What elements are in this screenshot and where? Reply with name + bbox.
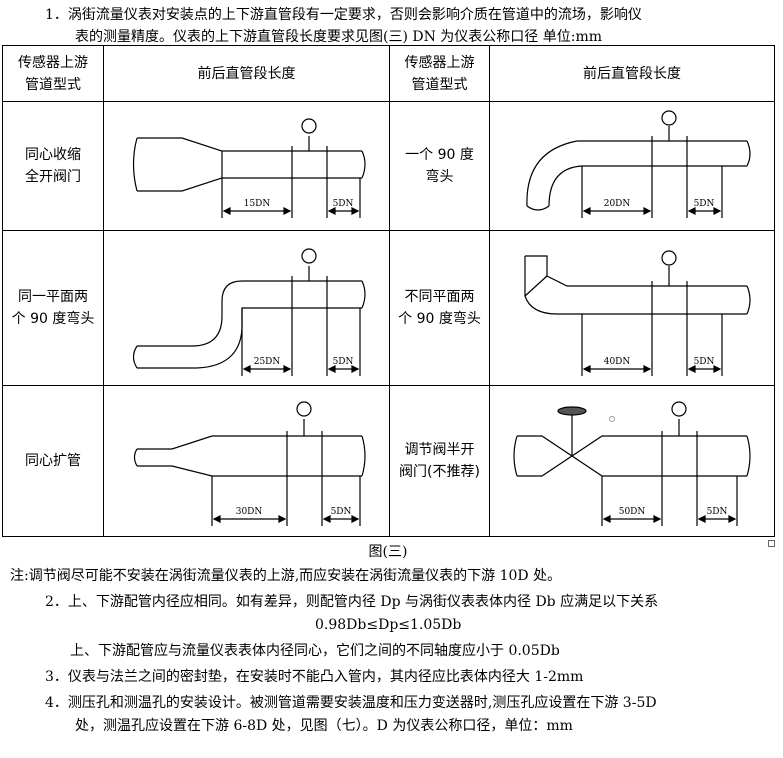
pipe-type-cell: 同心收缩 全开阀门 xyxy=(2,101,104,231)
note: 注:调节阀尽可能不安装在涡街流量仪表的上游,而应安装在涡街流量仪表的下游 10D… xyxy=(10,568,562,584)
downstream-label: 5DN xyxy=(694,199,715,209)
diagram-cell: 30DN 5DN xyxy=(103,385,390,537)
pipe-type-line1: 一个 90 度 xyxy=(405,147,474,163)
item-4-line-1: 4．测压孔和测温孔的安装设计。被测管道需要安装温度和压力变送器时,测压孔应设置在… xyxy=(45,695,657,711)
table-row: 同心扩管 30DN 5DN xyxy=(2,385,775,537)
downstream-label: 5DN xyxy=(332,199,353,209)
half-open-valve-diagram: 50DN 5DN xyxy=(513,401,751,526)
straight-pipe-table: 传感器上游 管道型式 前后直管段长度 传感器上游 管道型式 前后直管段长度 同心… xyxy=(2,45,775,537)
diagram-cell: 15DN 5DN xyxy=(103,101,390,231)
table-header-row: 传感器上游 管道型式 前后直管段长度 传感器上游 管道型式 前后直管段长度 xyxy=(2,45,775,102)
resize-handle[interactable] xyxy=(768,540,775,547)
figure-caption: 图(三) xyxy=(368,544,408,560)
header-length: 前后直管段长度 xyxy=(103,45,390,102)
header-sensor-type-line2: 管道型式 xyxy=(411,76,468,93)
pipe-type-cell: 一个 90 度 弯头 xyxy=(389,101,490,231)
upstream-label: 30DN xyxy=(235,507,262,517)
pipe-type-line1: 调节阀半开 xyxy=(404,442,475,458)
pipe-type-line1: 同心收缩 xyxy=(25,147,81,163)
double-elbow-different-plane-diagram: 40DN 5DN xyxy=(524,249,751,376)
header-sensor-type-line1: 传感器上游 xyxy=(404,54,475,71)
table-row: 同一平面两 个 90 度弯头 25DN 5D xyxy=(2,230,775,386)
downstream-label: 5DN xyxy=(330,507,351,517)
double-elbow-same-plane-diagram: 25DN 5DN xyxy=(132,247,366,376)
single-elbow-diagram: 20DN 5DN xyxy=(526,110,751,218)
diagram-cell: 25DN 5DN xyxy=(103,230,390,386)
downstream-label: 5DN xyxy=(707,507,728,517)
header-sensor-type-2: 传感器上游 管道型式 xyxy=(389,45,490,102)
intro-line-2: 表的测量精度。仪表的上下游直管段长度要求见图(三) DN 为仪表公称口径 单位:… xyxy=(75,29,603,45)
pipe-type-line2: 个 90 度弯头 xyxy=(11,311,95,327)
pipe-type-cell: 同心扩管 xyxy=(2,385,104,537)
pipe-type-line2: 阀门(不推荐) xyxy=(399,464,480,480)
pipe-type-line1: 同一平面两 xyxy=(18,289,88,305)
downstream-label: 5DN xyxy=(332,357,353,367)
item-2-line-1: 2．上、下游配管内径应相同。如有差异，则配管内径 Dp 与涡街仪表表体内径 Db… xyxy=(45,594,659,610)
diagram-cell: 40DN 5DN xyxy=(489,230,775,386)
diagram-cell: 20DN 5DN xyxy=(489,101,775,231)
downstream-label: 5DN xyxy=(694,357,715,367)
upstream-label: 20DN xyxy=(604,199,631,209)
item-3: 3．仪表与法兰之间的密封垫，在安装时不能凸入管内，其内径应比表体内径大 1-2m… xyxy=(45,669,584,685)
pipe-type-cell: 调节阀半开 阀门(不推荐) xyxy=(389,385,490,537)
header-length-2: 前后直管段长度 xyxy=(489,45,775,102)
item-2-formula: 0.98Db≤Dp≤1.05Db xyxy=(315,617,462,633)
header-sensor-type-line2: 管道型式 xyxy=(25,76,81,93)
table-row: 同心收缩 全开阀门 15DN 5DN xyxy=(2,101,775,231)
pipe-type-line2: 个 90 度弯头 xyxy=(398,311,481,327)
intro-line-1: 1．涡街流量仪表对安装点的上下游直管段有一定要求，否则会影响介质在管道中的流场，… xyxy=(45,7,642,23)
pipe-type-line2: 全开阀门 xyxy=(25,169,81,185)
pipe-type-line1: 不同平面两 xyxy=(404,289,475,305)
upstream-label: 40DN xyxy=(604,357,631,367)
upstream-label: 15DN xyxy=(243,199,270,209)
pipe-type-cell: 同一平面两 个 90 度弯头 xyxy=(2,230,104,386)
header-sensor-type-line1: 传感器上游 xyxy=(18,54,88,71)
item-2-line-3: 上、下游配管应与流量仪表表体内径同心，它们之间的不同轴度应小于 0.05Db xyxy=(70,643,560,659)
upstream-label: 25DN xyxy=(253,357,280,367)
pipe-type-line1: 同心扩管 xyxy=(25,453,81,469)
diagram-cell: 50DN 5DN xyxy=(489,385,775,537)
item-4-line-2: 处，测温孔应设置在下游 6-8D 处，见图（七）。D 为仪表公称口径，单位：mm xyxy=(75,718,573,734)
concentric-expander-diagram: 30DN 5DN xyxy=(133,401,366,526)
header-sensor-type: 传感器上游 管道型式 xyxy=(2,45,104,102)
upstream-label: 50DN xyxy=(619,507,646,517)
pipe-type-cell: 不同平面两 个 90 度弯头 xyxy=(389,230,490,386)
concentric-reducer-diagram: 15DN 5DN xyxy=(132,118,366,218)
pipe-type-line2: 弯头 xyxy=(425,169,454,185)
